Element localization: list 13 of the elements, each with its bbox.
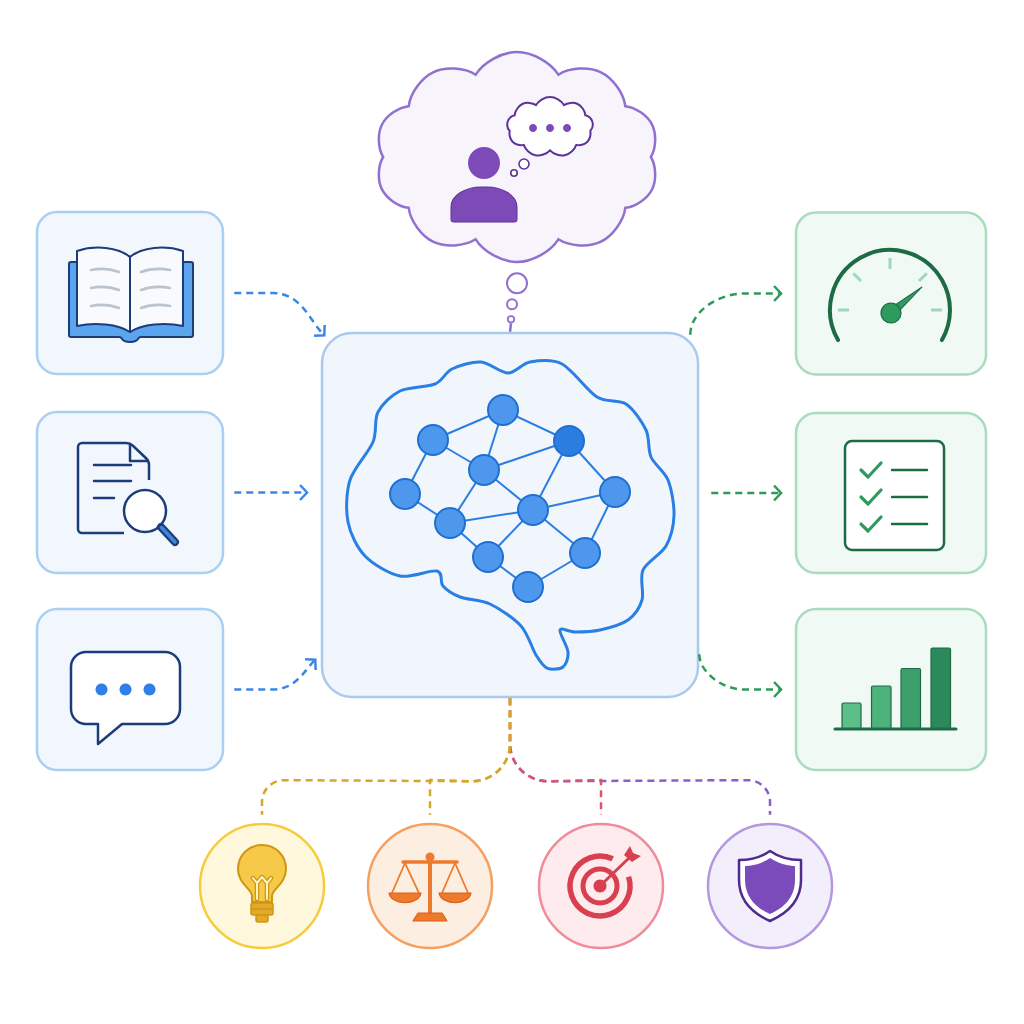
icon-circle (366, 822, 494, 950)
icon-circle (537, 822, 665, 950)
arrow (689, 285, 783, 335)
icon-tile (794, 211, 988, 376)
icon-tile (35, 410, 225, 575)
arrow (698, 654, 783, 698)
arrow (234, 658, 317, 691)
arrow (711, 484, 783, 502)
icon-tile (320, 331, 700, 699)
connector-line (508, 323, 513, 332)
arrow (234, 291, 326, 337)
connector-line (260, 698, 512, 815)
arrow (234, 484, 309, 501)
